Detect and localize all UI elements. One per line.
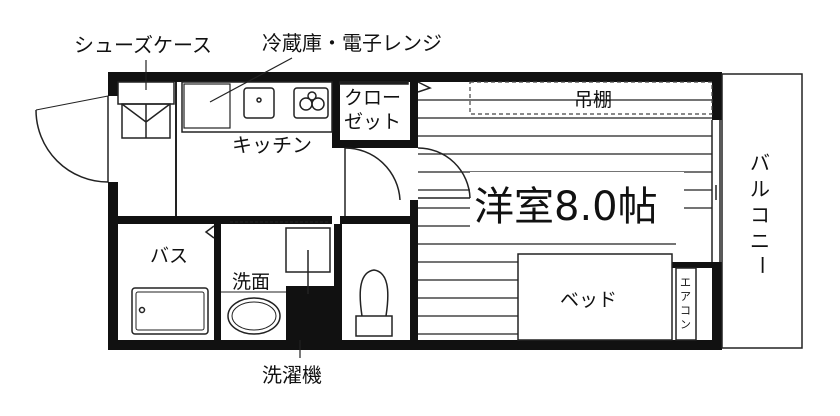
bath-label: バス <box>150 245 188 267</box>
leader-lines <box>145 57 301 358</box>
toilet <box>355 269 393 337</box>
hanging-shelf-label: 吊棚 <box>574 89 612 111</box>
room-label: 洋室8.0帖 <box>474 184 658 230</box>
washroom <box>221 221 331 335</box>
entry <box>35 81 177 216</box>
balcony-label: バ ル コ ニ ー <box>750 151 774 275</box>
svg-text:エ: エ <box>680 276 691 289</box>
kitchen <box>181 81 333 133</box>
outer-walls <box>108 72 722 350</box>
svg-text:コ: コ <box>680 304 691 317</box>
washroom-label: 洗面 <box>232 271 270 293</box>
svg-text:ン: ン <box>680 318 691 331</box>
shoe-case-label: シューズケース <box>74 33 212 57</box>
svg-text:ル: ル <box>750 177 770 201</box>
closet-label-line1: クロー <box>344 87 401 109</box>
svg-text:ニ: ニ <box>750 229 770 253</box>
aircon-box <box>675 267 697 341</box>
fridge-microwave-label: 冷蔵庫・電子レンジ <box>262 31 442 55</box>
window <box>711 120 721 262</box>
closet-label-line2: ゼット <box>344 111 401 133</box>
svg-text:ア: ア <box>680 290 691 303</box>
bath <box>131 225 215 335</box>
interior-walls <box>118 82 712 340</box>
room-door <box>344 147 471 216</box>
bed-label: ベッド <box>560 289 617 311</box>
svg-text:ー: ー <box>750 255 774 275</box>
hanging-shelf-outline <box>469 81 713 115</box>
svg-text:コ: コ <box>750 203 770 227</box>
aircon-label: エ ア コ ン <box>680 276 691 331</box>
room-label-bg <box>470 172 684 228</box>
balcony-outline <box>721 73 803 349</box>
svg-text:バ: バ <box>750 151 770 175</box>
bed <box>517 253 673 341</box>
kitchen-label: キッチン <box>232 133 312 157</box>
closet-door <box>339 81 432 93</box>
washing-machine-label: 洗濯機 <box>262 363 322 387</box>
